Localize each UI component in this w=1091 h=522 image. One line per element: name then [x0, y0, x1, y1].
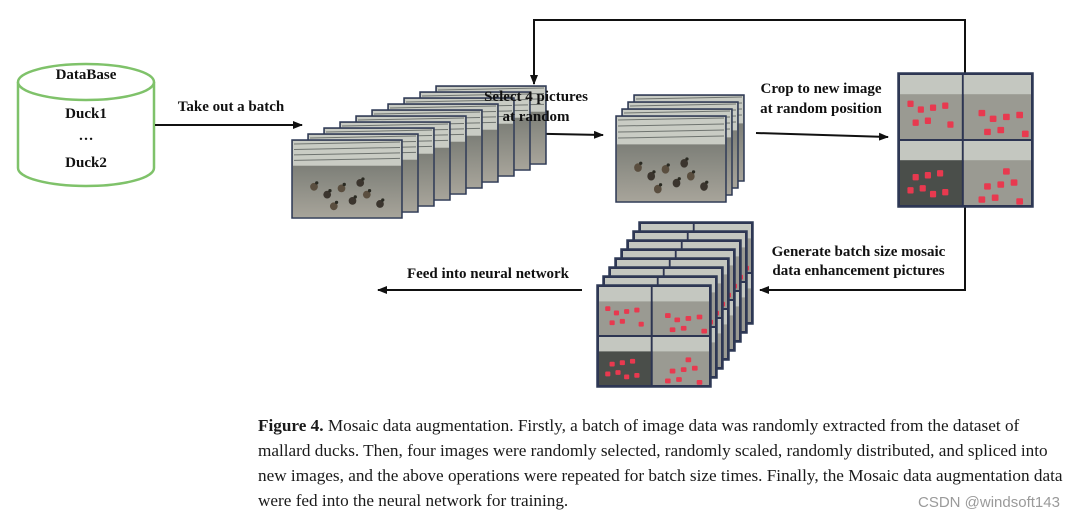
database-title: DataBase [55, 67, 117, 83]
label-feed: Feed into neural network [406, 266, 570, 282]
mosaic-batch-stack [596, 221, 754, 388]
batch-photo [291, 139, 403, 219]
arrow-generate [759, 206, 966, 294]
label-take-batch: Take out a batch [177, 99, 285, 115]
mosaic-crop-image [897, 72, 1034, 208]
caption-label: Figure 4. [258, 416, 324, 435]
mosaic-image [897, 72, 1034, 208]
arrow-loop-back [530, 19, 966, 85]
figure-caption: Figure 4. Mosaic data augmentation. Firs… [258, 413, 1068, 513]
label-generate-line2: data enhancement pictures [772, 263, 945, 279]
label-crop-line2: at random position [760, 101, 882, 117]
diagram-canvas [16, 19, 1034, 388]
label-generate-line1: Generate batch size mosaic [771, 244, 946, 260]
database-item-duck2: Duck2 [65, 155, 107, 171]
database-cylinder [16, 62, 156, 188]
label-crop-line1: Crop to new image [760, 81, 882, 97]
label-select-line2: at random [502, 109, 570, 125]
mosaic-batch-image [596, 284, 712, 388]
selected-photo [615, 115, 727, 203]
batch-photo-stack [291, 85, 547, 219]
label-select-line1: Select 4 pictures [484, 89, 588, 105]
caption-text: Mosaic data augmentation. Firstly, a bat… [258, 416, 1063, 510]
database-item-duck1: Duck1 [65, 106, 107, 122]
arrow-crop [755, 132, 889, 141]
database-item-ellipsis: … [78, 128, 94, 144]
selected-pictures-stack [615, 94, 745, 203]
watermark: CSDN @windsoft143 [918, 494, 1060, 511]
